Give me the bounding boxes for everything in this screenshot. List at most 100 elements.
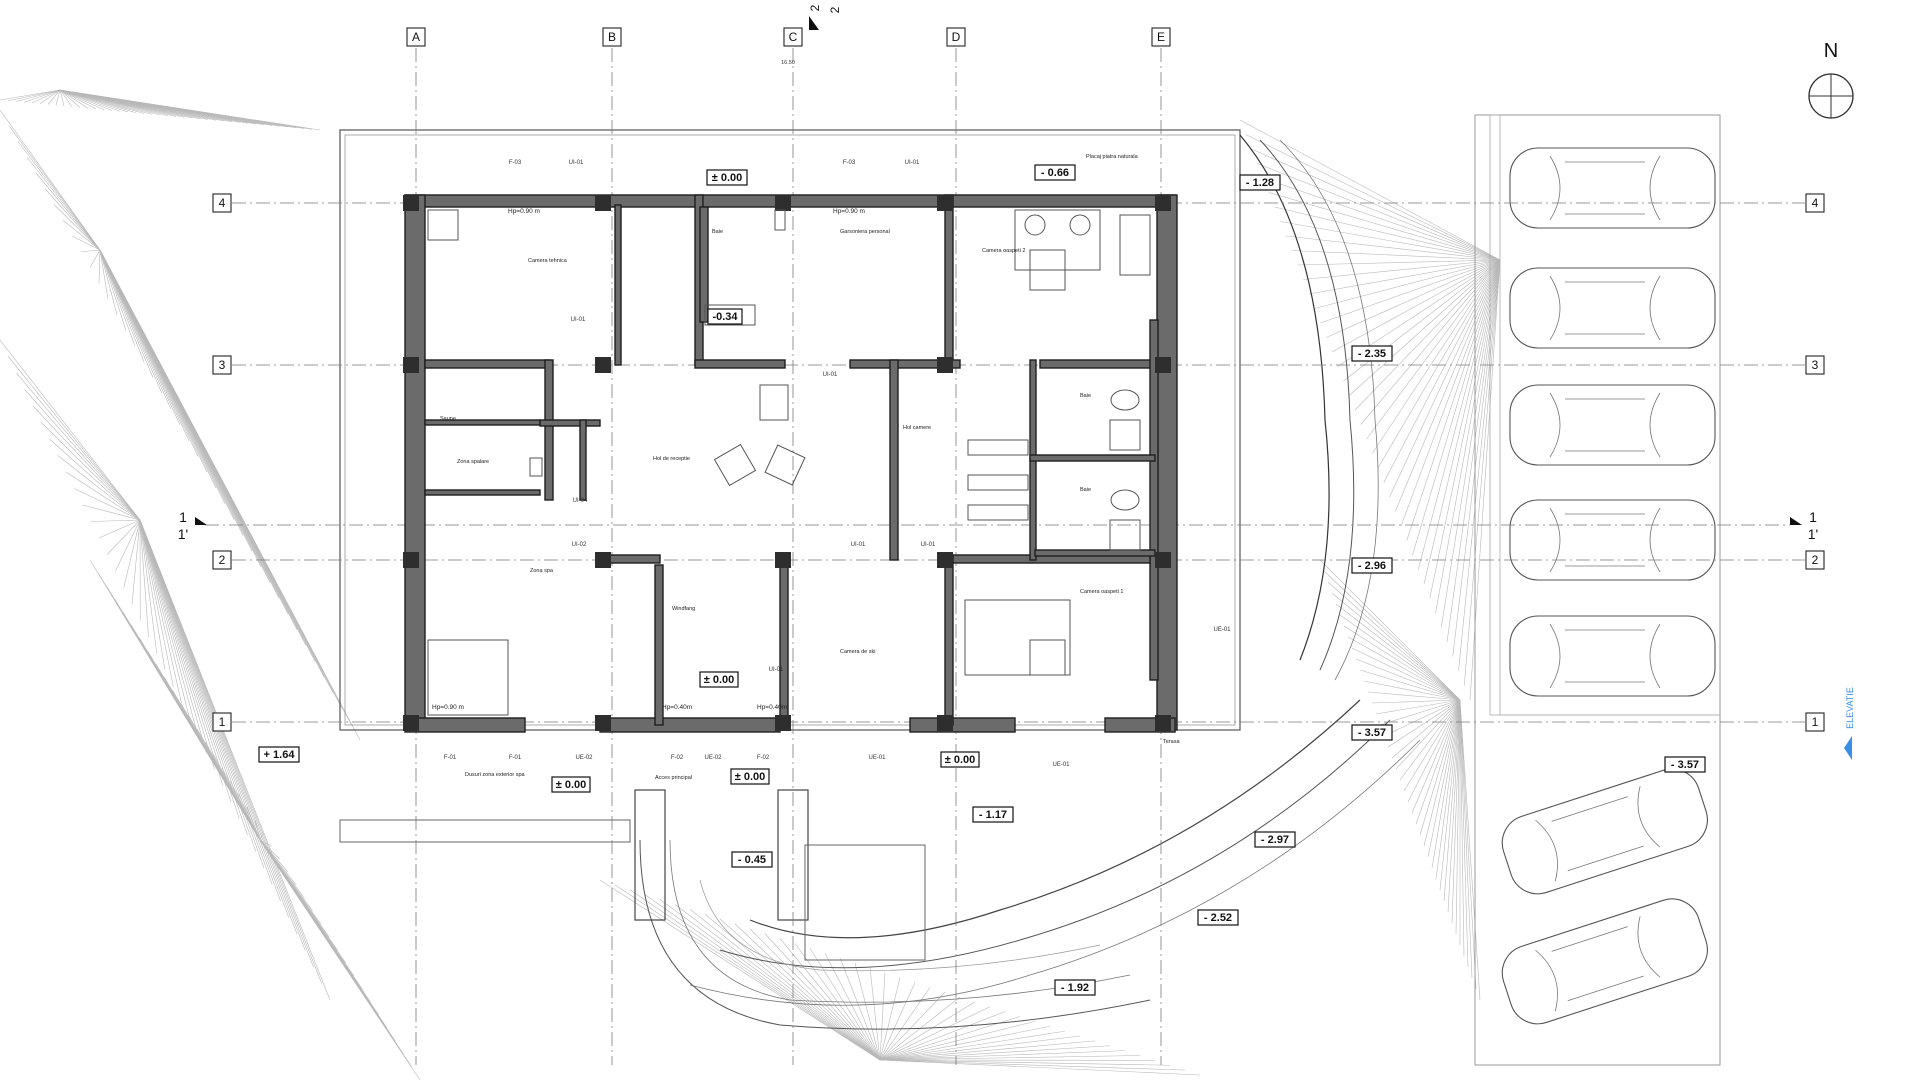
parking-area [1474,114,1721,1066]
grid-label-row1-left: 1 [212,712,232,732]
grid-label-row3-right: 3 [1805,355,1825,375]
level-label-17: - 2.52 [1204,912,1232,924]
dim-hp-5: Hp=0.40m [757,704,787,711]
room-zona-spa: Zona spa [530,568,554,574]
room-zona-spalare: Zona spalare [457,459,489,465]
room-baie-2: Baie [1080,393,1091,399]
room-camera-ski: Camera de ski [840,649,875,655]
level-label-14: - 1.17 [979,809,1007,821]
room-hol-receptie: Hol de receptie [653,456,690,462]
tag-17: UE-01 [868,755,886,761]
level-label-16: - 2.97 [1261,834,1289,846]
room-dusuri-exterior: Dusuri zona exterior spa [465,772,526,778]
grid-label-e: E [1151,27,1171,47]
tag-1: F-03 [509,160,522,166]
grid-label-c: C [783,27,803,47]
level-label-10: ± 0.00 [735,771,766,783]
tag-14: F-02 [671,755,684,761]
grid-label-a: A [406,27,426,47]
grid-label-row1-right-text: 1 [1812,715,1819,729]
section-arrow-left-icon [195,517,207,525]
north-label: N [1824,40,1838,62]
room-camera-oaspeti-2: Camera oaspeti 2 [982,248,1025,254]
room-acces-principal: Acces principal [655,775,692,781]
level-label-11: ± 0.00 [945,754,976,766]
dim-hp-2: Hp=0.90 m [833,208,865,215]
level-label-15: - 0.45 [738,854,766,866]
level-label-12: - 3.57 [1358,727,1386,739]
level-label-18: - 1.92 [1061,982,1089,994]
grid-label-row4-right: 4 [1805,193,1825,213]
tag-8: UI-01 [851,542,866,548]
tag-5: UI-01 [571,317,586,323]
section-label-top-prime: 2 [828,6,842,13]
grid-label-row3-right-text: 3 [1812,358,1819,372]
grid-label-row2-right-text: 2 [1812,553,1819,567]
terrain-contours [0,89,1501,1080]
building-walls [404,194,1178,733]
grid-labels: A B C D E 4 3 2 1 4 3 2 1 [212,27,1825,732]
tag-12: F-01 [444,755,457,761]
dim-hp-3: Hp=0.90 m [432,704,464,711]
grid-label-row1-left-text: 1 [219,715,226,729]
level-label-6: - 2.96 [1358,560,1386,572]
room-terasa: Terasa [1163,739,1180,745]
north-arrow: N [1808,40,1854,119]
room-saune: Saune [440,416,456,422]
tag-16: F-02 [757,755,770,761]
grid-label-row2-left: 2 [212,550,232,570]
tag-15: UE-02 [704,755,722,761]
tag-19: F-01 [509,755,522,761]
grid-label-b-text: B [608,30,616,44]
tag-2: UI-01 [569,160,584,166]
grid-label-row2-left-text: 2 [219,553,226,567]
elevation-label: ELEVATIE [1845,687,1855,729]
room-labels: Camera tehnica Baie Garsoniera personal … [440,154,1180,781]
section-label-left-prime: 1' [178,526,188,542]
section-label-right: 1 [1809,509,1817,525]
section-label-left: 1 [179,509,187,525]
room-garsoniera: Garsoniera personal [840,229,890,235]
dim-top-total: 16.50 [781,60,795,66]
level-label-1: ± 0.00 [712,172,743,184]
grid-label-row2-right: 2 [1805,550,1825,570]
dim-hp-4: Hp=0.40m [662,704,692,711]
grid-label-e-text: E [1157,30,1165,44]
section-arrow-top-icon [809,16,819,30]
parked-cars [1501,147,1716,1025]
tag-6: UI-02 [572,542,587,548]
level-label-9: ± 0.00 [556,779,587,791]
level-label-8: + 1.64 [264,749,296,761]
elevation-arrow-icon [1844,736,1852,760]
grid-label-row1-right: 1 [1805,712,1825,732]
level-label-4: - 2.35 [1358,348,1386,360]
level-label-2: - 0.66 [1041,167,1069,179]
level-label-5: -0.34 [712,311,738,323]
level-label-7: ± 0.00 [704,674,735,686]
structural-columns [403,195,1171,731]
section-arrow-right-icon [1790,517,1802,525]
section-label-right-prime: 1' [1808,526,1818,542]
grid-label-row4-left: 4 [212,193,232,213]
room-windfang: Windfang [672,606,695,612]
dim-hp-1: Hp=0.90 m [508,208,540,215]
tag-13: UE-02 [575,755,593,761]
section-label-top: 2 [808,4,822,11]
tag-7: UI-01 [823,372,838,378]
room-baie-1: Baie [712,229,723,235]
grid-label-row3-left: 3 [212,355,232,375]
room-baie-3: Baie [1080,487,1091,493]
grid-label-row4-right-text: 4 [1812,196,1819,210]
site-outline [339,129,1421,1030]
grid-label-d: D [946,27,966,47]
grid-label-row3-left-text: 3 [219,358,226,372]
tag-3: F-03 [843,160,856,166]
level-label-3: - 1.28 [1246,177,1274,189]
tag-11: UI-01 [769,667,784,673]
tag-4: UI-01 [905,160,920,166]
tag-10: UI-01 [921,542,936,548]
fixtures [427,209,1151,716]
section-markers: 2 2 1 1' 1 1' [178,4,1818,542]
tag-9: UI-04 [573,498,588,504]
